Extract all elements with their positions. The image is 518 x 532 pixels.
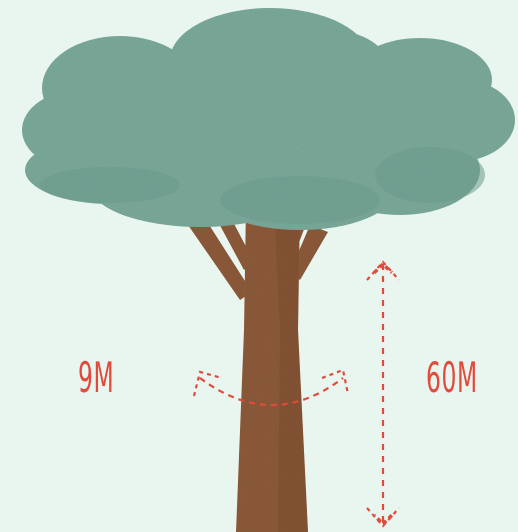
girth-label: 9M — [78, 357, 114, 399]
tree-trunk — [236, 206, 308, 532]
height-label: 60M — [426, 357, 478, 399]
girth-arrow-left-icon — [194, 372, 222, 396]
tree-canopy — [22, 8, 515, 230]
height-measurement-arrow — [367, 262, 399, 526]
